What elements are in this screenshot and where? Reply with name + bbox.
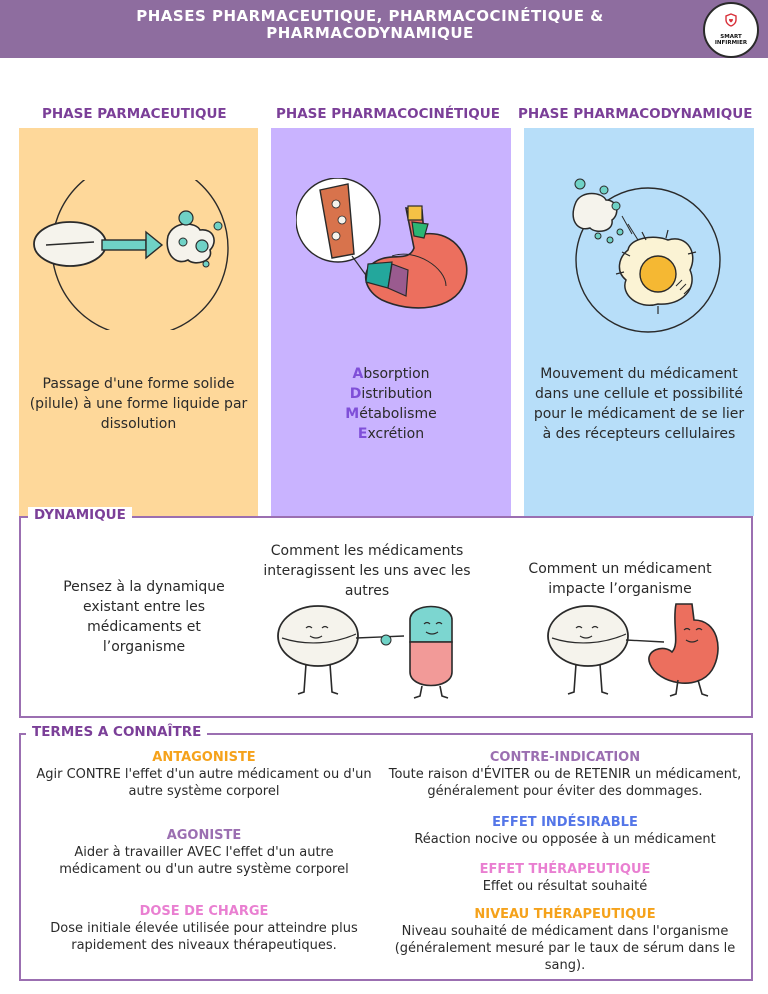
term-effet-indesirable: EFFET INDÉSIRABLE Réaction nocive ou opp…	[414, 815, 716, 847]
term-effet-therapeutique: EFFET THÉRAPEUTIQUE Effet ou résultat so…	[479, 862, 651, 894]
header-banner: Phases pharmaceutique, pharmacocinétique…	[0, 0, 768, 58]
termes-label: TERMES A CONNAÎTRE	[26, 724, 208, 740]
adme-list: Absorption Distribution Métabolisme Excr…	[271, 364, 511, 444]
heart-shield-icon	[725, 13, 737, 27]
adme-absorption: Absorption	[352, 366, 430, 382]
page-title: Phases pharmaceutique, pharmacocinétique…	[136, 7, 604, 42]
term-contre-indication: CONTRE-INDICATION Toute raison d'ÉVITER …	[388, 750, 742, 799]
dynamique-impact-text: Comment un médicament impacte l’organism…	[528, 561, 712, 597]
adme-metabolisme: Métabolisme	[345, 406, 437, 422]
dynamique-section	[19, 516, 753, 718]
cell-receptor-illustration	[572, 178, 721, 333]
pill-capsule-illustration	[277, 605, 453, 699]
phase-1-description: Passage d'une forme solide (pilule) à un…	[29, 376, 248, 432]
phase-pharmaceutique-panel	[19, 128, 258, 516]
phase-pharmacodynamique-panel	[524, 128, 754, 516]
termes-section	[19, 733, 753, 981]
logo-text: SMART INFIRMIER	[714, 34, 748, 46]
dynamique-interaction-text: Comment les médicaments interagissent le…	[263, 543, 471, 599]
pill-stomach-illustration	[547, 603, 719, 697]
pill-dissolution-illustration	[33, 180, 229, 330]
digestive-absorption-illustration	[296, 178, 468, 309]
dynamique-intro: Pensez à la dynamique existant entre les…	[63, 579, 225, 655]
phase-1-title: PHASE PARMACEUTIQUE	[36, 106, 233, 122]
phase-2-title: PHASE PHARMACOCINÉTIQUE	[270, 106, 506, 122]
term-dose-de-charge: DOSE DE CHARGE Dose initiale élevée util…	[50, 904, 358, 953]
adme-distribution: Distribution	[349, 386, 433, 402]
dynamique-label: DYNAMIQUE	[28, 507, 132, 523]
term-niveau-therapeutique: NIVEAU THÉRAPEUTIQUE Niveau souhaité de …	[394, 907, 736, 973]
phase-3-title: PHASE PHARMACODYNAMIQUE	[512, 106, 759, 122]
phase-3-description: Mouvement du médicament dans une cellule…	[533, 366, 745, 442]
adme-excretion: Excrétion	[357, 426, 425, 442]
term-antagoniste: ANTAGONISTE Agir CONTRE l'effet d'un aut…	[36, 750, 372, 799]
term-agoniste: AGONISTE Aider à travailler AVEC l'effet…	[59, 828, 349, 877]
logo: SMART INFIRMIER	[703, 2, 759, 58]
